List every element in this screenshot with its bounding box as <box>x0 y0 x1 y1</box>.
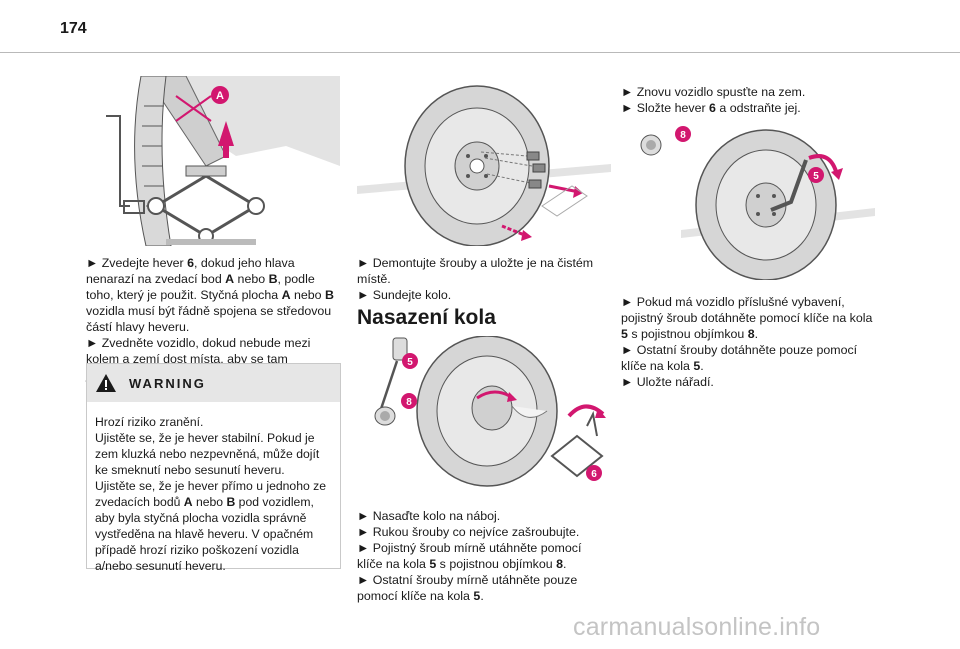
header-rule <box>0 52 960 53</box>
tighten-wheel-illustration: 8 5 <box>640 126 875 280</box>
step-remove-bolts: ► Demontujte šrouby a uložte je na čisté… <box>357 256 594 286</box>
column-2-top-text: ► Demontujte šrouby a uložte je na čisté… <box>357 255 605 303</box>
callout-8: 8 <box>406 397 412 408</box>
page-number: 174 <box>60 20 87 37</box>
warning-title: WARNING <box>129 375 206 391</box>
warning-header: WARNING <box>87 364 340 402</box>
callout-5: 5 <box>407 357 413 368</box>
step-store-tools: ► Uložte nářadí. <box>621 375 714 389</box>
step-tighten-locking-bolt-final: ► Pokud má vozidlo příslušné vybavení, p… <box>621 295 873 341</box>
column-2-bottom-text: ► Nasaďte kolo na náboj. ► Rukou šrouby … <box>357 508 605 604</box>
callout-A: A <box>216 90 224 102</box>
step-tighten-other-bolts-final: ► Ostatní šrouby dotáhněte pouze pomocí … <box>621 343 858 373</box>
step-raise-jack: ► Zvedejte hever 6, dokud jeho hlava nen… <box>86 256 334 334</box>
step-fold-jack: ► Složte hever 6 a odstraňte jej. <box>621 101 801 115</box>
step-fit-wheel: ► Nasaďte kolo na náboj. <box>357 509 501 523</box>
warning-triangle-icon <box>96 374 116 392</box>
step-remove-wheel: ► Sundejte kolo. <box>357 288 452 302</box>
step-tighten-locking-bolt: ► Pojistný šroub mírně utáhněte pomocí k… <box>357 541 582 571</box>
callout-6: 6 <box>591 469 597 480</box>
step-tighten-other-bolts: ► Ostatní šrouby mírně utáhněte pouze po… <box>357 573 578 603</box>
fit-wheel-illustration: 5 8 6 <box>374 336 606 487</box>
remove-wheel-illustration <box>357 85 611 246</box>
watermark: carmanualsonline.info <box>573 613 821 641</box>
callout-5-tighten: 5 <box>813 171 819 182</box>
warning-text: Hrozí riziko zranění. Ujistěte se, že je… <box>95 415 327 573</box>
callout-8-tighten: 8 <box>680 130 686 141</box>
section-heading: Nasazení kola <box>357 306 496 329</box>
column-3-bottom-text: ► Pokud má vozidlo příslušné vybavení, p… <box>621 294 881 390</box>
step-screw-bolts: ► Rukou šrouby co nejvíce zašroubujte. <box>357 525 580 539</box>
column-3-top-text: ► Znovu vozidlo spusťte na zem. ► Složte… <box>621 84 869 116</box>
warning-box: WARNING Hrozí riziko zranění. Ujistěte s… <box>86 363 341 573</box>
jack-illustration: A <box>86 76 340 246</box>
step-lower-vehicle: ► Znovu vozidlo spusťte na zem. <box>621 85 806 99</box>
